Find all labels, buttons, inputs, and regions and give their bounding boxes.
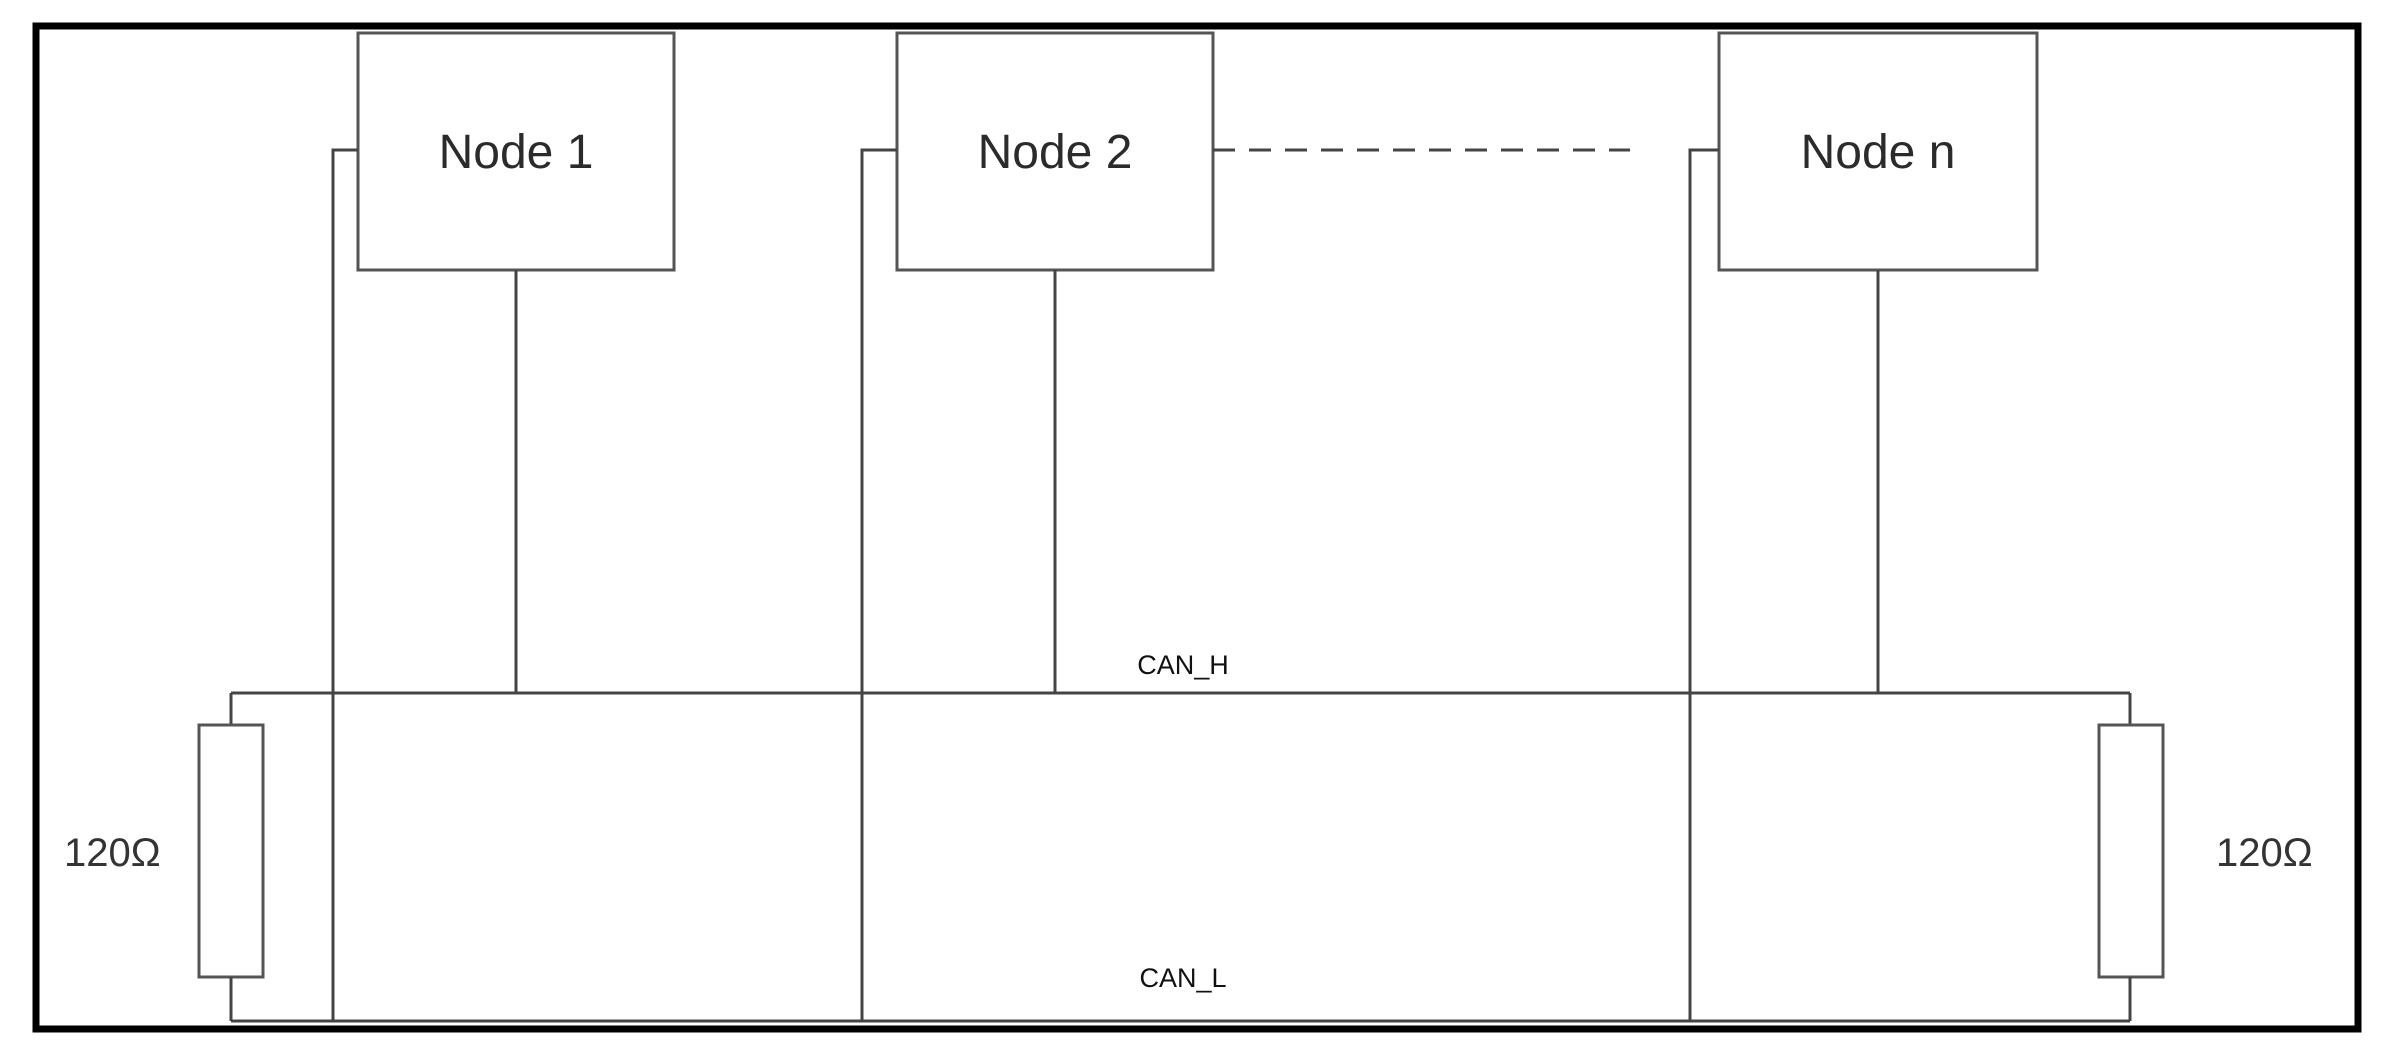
- node-1-box: [356, 31, 676, 272]
- node-1-label: Node 1: [439, 126, 594, 179]
- node-1: Node 1: [331, 31, 676, 1021]
- can-l-label: CAN_L: [1139, 963, 1226, 993]
- node-n-can-l-wire: [1688, 148, 1719, 1021]
- node-n-label: Node n: [1801, 126, 1956, 179]
- node-2-label: Node 2: [978, 126, 1133, 179]
- right-resistor: [2097, 723, 2165, 979]
- right-terminator: 120Ω: [2097, 693, 2313, 1021]
- can-h-label: CAN_H: [1137, 650, 1229, 680]
- right-resistor-label: 120Ω: [2216, 831, 2313, 875]
- left-resistor-label: 120Ω: [64, 831, 161, 875]
- node-n: Node n: [1688, 31, 2039, 1021]
- left-resistor: [197, 723, 265, 979]
- node-1-can-l-wire: [331, 148, 358, 1021]
- left-terminator: 120Ω: [64, 693, 265, 1021]
- node-2-can-l-wire: [860, 148, 897, 1021]
